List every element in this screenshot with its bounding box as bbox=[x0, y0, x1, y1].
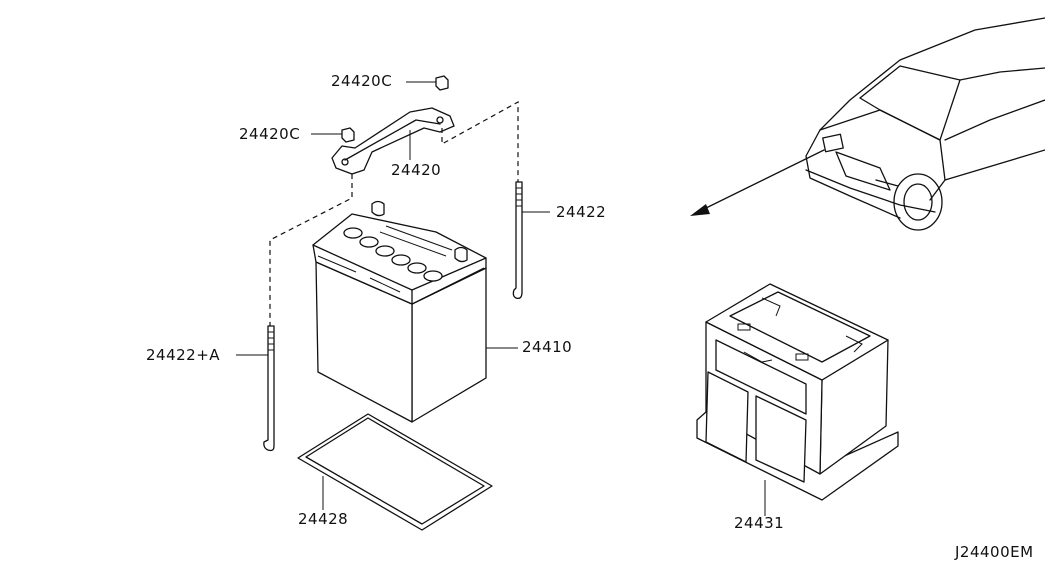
vehicle-locator-drawing bbox=[806, 18, 1045, 230]
nut-drawings bbox=[342, 76, 448, 142]
assembly-lines bbox=[270, 102, 518, 326]
cover-drawing bbox=[697, 284, 898, 500]
part-number-rod-right: 24422 bbox=[556, 203, 607, 221]
part-number-nut-left: 24420C bbox=[239, 125, 301, 143]
part-number-battery: 24410 bbox=[522, 338, 573, 356]
part-number-tray: 24428 bbox=[298, 510, 349, 528]
part-number-nut-top: 24420C bbox=[331, 72, 393, 90]
frame-drawing bbox=[332, 108, 454, 174]
battery-drawing bbox=[313, 202, 486, 423]
locator-arrow bbox=[690, 150, 824, 216]
rod-drawings bbox=[264, 182, 522, 451]
diagram-code: J24400EM bbox=[955, 543, 1034, 561]
leader-lines bbox=[236, 82, 765, 516]
part-number-rod-left: 24422+A bbox=[146, 346, 221, 364]
tray-drawing bbox=[298, 414, 492, 530]
part-number-frame: 24420 bbox=[391, 161, 442, 179]
part-number-cover: 24431 bbox=[734, 514, 785, 532]
